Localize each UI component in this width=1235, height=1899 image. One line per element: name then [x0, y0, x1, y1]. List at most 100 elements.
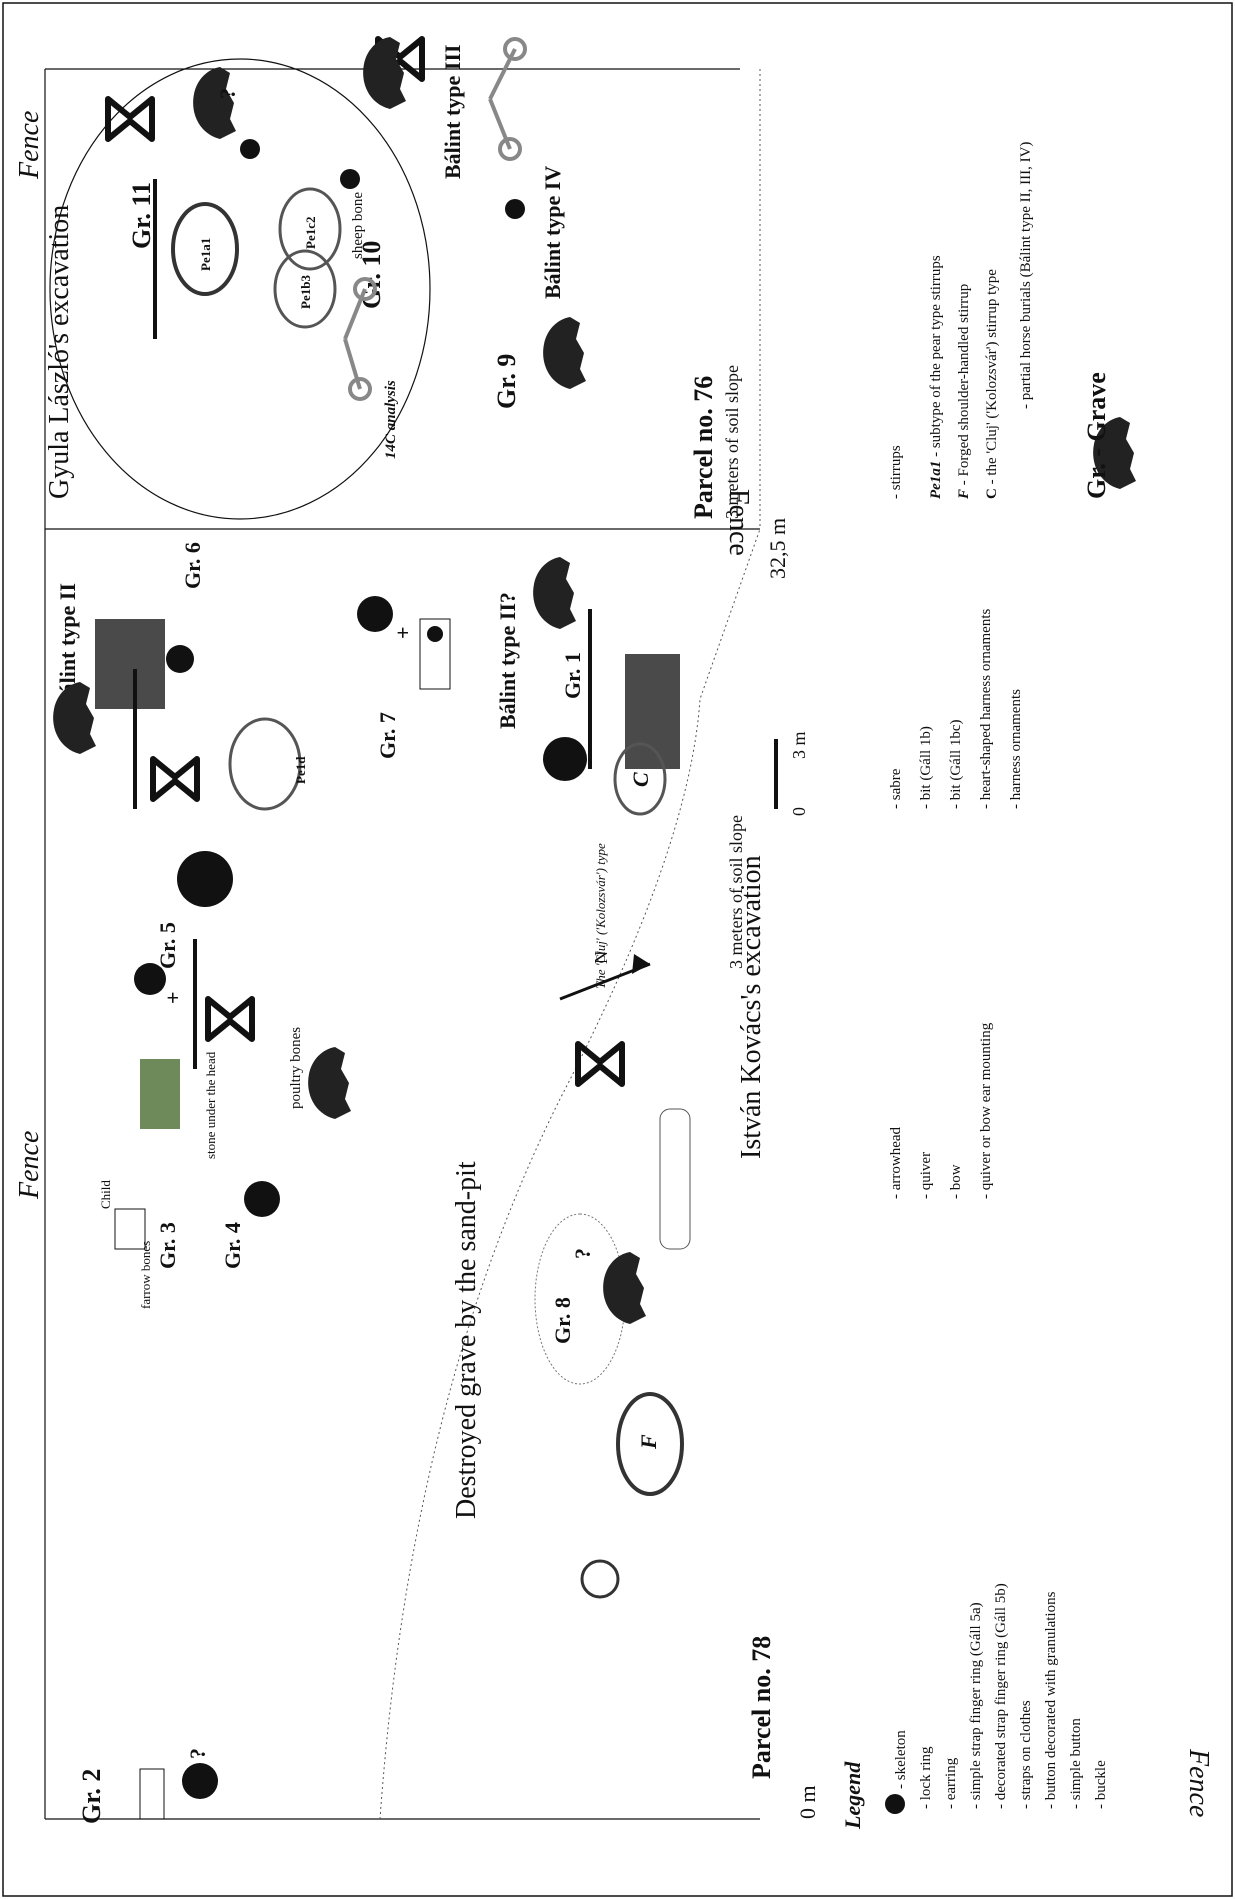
legend-earring: - earring [943, 1757, 959, 1809]
grave-10: Gr. 10 sheep bone Pe1c2 Pe1b3 Bálint typ… [273, 37, 527, 459]
scale-end: 3 m [789, 731, 809, 759]
horse-head-icon [308, 1047, 351, 1119]
farrow-label: farrow bones [138, 1241, 153, 1309]
legend-bit-1bc: - bit (Gáll 1bc) [948, 719, 964, 809]
question-mark: ? [185, 1748, 210, 1759]
distance-end: 32,5 m [765, 518, 790, 579]
grave-11-label: Gr. 11 [127, 182, 156, 249]
grave-8: Gr. 8 ? F [550, 1044, 691, 1599]
stone-label: stone under the head [203, 1051, 218, 1159]
legend-sabre: - sabre [888, 768, 904, 809]
grave-4-label: Gr. 4 [220, 1222, 245, 1269]
legend-button-granulation: - button decorated with granulations [1043, 1591, 1059, 1809]
legend-c-key: C [984, 488, 1000, 499]
balint-type-2q-label: Bálint type II? [495, 592, 520, 729]
skeleton-icon [166, 645, 194, 673]
bit-icon [488, 37, 527, 161]
plus-mark: + [160, 991, 185, 1004]
svg-text:N: N [591, 951, 611, 964]
grave-8-label: Gr. 8 [550, 1297, 575, 1344]
scale-zero: 0 [789, 807, 809, 816]
stirrup-icon [273, 249, 337, 329]
bit-icon-2 [343, 277, 377, 401]
fence-label-bottom: Fence [1183, 1748, 1214, 1817]
legend-simple-ring: - simple strap finger ring (Gáll 5a) [968, 1602, 984, 1809]
grave-6-label: Gr. 6 [180, 542, 205, 589]
svg-text:F - Forged shoulder-handled st: F - Forged shoulder-handled stirrup [956, 284, 972, 500]
grave-9: Gr. 9 Bálint type IV [492, 166, 586, 409]
grave-6: Gr. 6 Bálint type II Pe1d [53, 542, 308, 907]
grave-box [419, 618, 451, 690]
pe1d-label: Pe1d [293, 756, 308, 784]
parcel-76-label: Parcel no. 76 [689, 376, 718, 519]
grave-2: Gr. 2 ? [77, 1748, 218, 1824]
legend-pe1a1-key: Pe1a1 [928, 461, 944, 499]
stirrup-icon [278, 187, 342, 271]
skeleton-icon [543, 737, 587, 781]
legend-pe1a1-note: - subtype of the pear type stirrups [928, 255, 944, 461]
grave-3: Gr. 3 Child farrow bones [98, 1180, 180, 1309]
horse-head-icon [363, 37, 406, 109]
fence-label-middle: Fence [723, 489, 754, 556]
grave-2-label: Gr. 2 [77, 1769, 106, 1824]
fence-label-top-right: Fence [14, 111, 45, 180]
legend-col-1: - skeleton - lock ring - earring - simpl… [885, 1583, 1109, 1814]
photo-thumbnail [95, 619, 165, 709]
child-label: Child [98, 1180, 113, 1209]
legend-decorated-ring: - decorated strap finger ring (Gáll 5b) [993, 1583, 1009, 1809]
grave-11: Gr. 11 Pe1a1 ? [108, 67, 260, 339]
grave-7: Gr. 7 + [357, 596, 451, 759]
grave-5: Gr. 5 + [134, 922, 351, 1129]
bow-icon [659, 1108, 691, 1250]
pe1a1-label: Pe1a1 [198, 238, 213, 271]
stirrup-c-label: C [628, 772, 653, 787]
balint-type-4-label: Bálint type IV [540, 166, 565, 299]
legend-harness-ornaments: - harness ornaments [1008, 689, 1024, 809]
legend-title: Legend [840, 1761, 865, 1830]
legend-bit-1b: - bit (Gáll 1b) [918, 726, 934, 809]
slope-label-right: 3 meters of soil slope [722, 365, 742, 519]
grave-7-label: Gr. 7 [375, 712, 400, 759]
grave-box [139, 1768, 165, 1820]
legend-gr-note: Gr. - Grave [1082, 372, 1111, 499]
quiver-icon [208, 999, 252, 1039]
pe1c2-label: Pe1c2 [303, 217, 318, 249]
legend-f-note: - Forged shoulder-handled stirrup [956, 284, 972, 489]
horse-head-icon [543, 317, 586, 389]
legend-col-4: - stirrups Pe1a1 - subtype of the pear t… [888, 142, 1136, 500]
horse-head-icon [533, 557, 576, 629]
parcel-78-label: Parcel no. 78 [747, 1636, 776, 1779]
photo-thumbnail [140, 1059, 180, 1129]
skeleton-icon [340, 169, 360, 189]
rotated-map: Fence Fence Gyula László's excavation De… [14, 37, 1214, 1830]
pe1b3-label: Pe1b3 [298, 275, 313, 309]
legend-straps: - straps on clothes [1018, 1700, 1034, 1809]
balint-type-3-label: Bálint type III [440, 45, 465, 179]
skeleton-icon [177, 851, 233, 907]
stirrup-icon [616, 1392, 684, 1496]
laszlo-excavation-label: Gyula László's excavation [44, 205, 75, 499]
grave-3-label: Gr. 3 [155, 1222, 180, 1269]
legend-heart-ornaments: - heart-shaped harness ornaments [978, 608, 994, 809]
fence-label-top-left: Fence [14, 1131, 45, 1200]
grave-1: Gr. 1 Bálint type II? C The 'Cluj' ('Kol… [495, 557, 680, 989]
question-mark: ? [570, 1248, 595, 1259]
legend-horse-note: - partial horse burials (Bálint type II,… [1018, 142, 1034, 409]
skeleton-icon [357, 596, 393, 632]
stirrup-icon [171, 202, 239, 296]
stirrup-icon [228, 717, 302, 811]
north-arrow: N [559, 951, 651, 1001]
grave-9-label: Gr. 9 [492, 354, 521, 409]
legend-buckle: - buckle [1093, 1760, 1109, 1809]
legend-arrowhead: - arrowhead [888, 1126, 904, 1199]
quiver-icon [578, 1044, 622, 1084]
slope-label-middle: 3 meters of soil slope [726, 815, 746, 969]
legend-quiver-mounting: - quiver or bow ear mounting [978, 1022, 994, 1199]
plus-mark: + [390, 626, 415, 639]
slope-line-left [379, 528, 761, 1820]
horse-head-icon [603, 1252, 646, 1324]
svg-text:C - the 'Cluj' ('Kolozsvár') s: C - the 'Cluj' ('Kolozsvár') stirrup typ… [984, 269, 1000, 499]
legend-simple-button: - simple button [1068, 1718, 1084, 1809]
